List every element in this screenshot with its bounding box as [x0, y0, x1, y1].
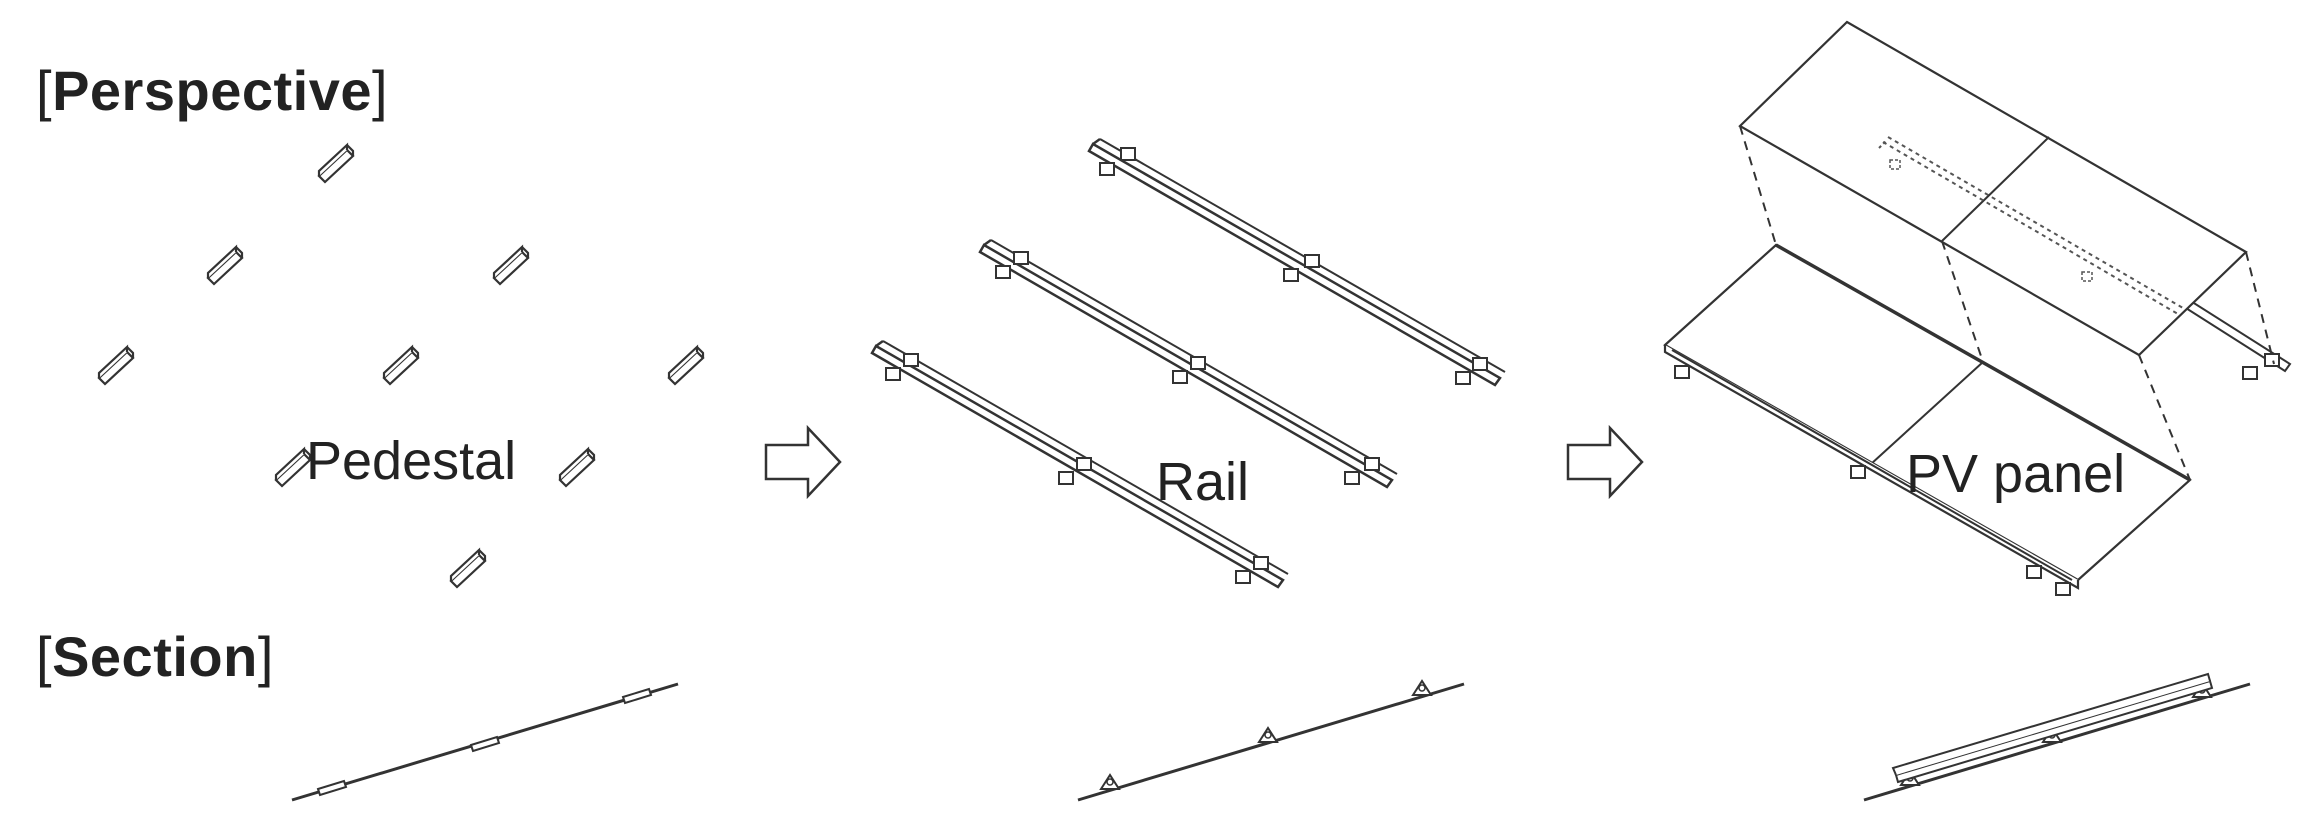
- rail-assembly: [870, 137, 1506, 589]
- pedestal-block: [97, 345, 135, 386]
- section-heading: [Section]: [36, 624, 274, 689]
- pv-panel-assembly: [1663, 20, 2292, 596]
- arrow-right-icon: [1566, 424, 1644, 500]
- bracket-open: [: [36, 59, 53, 122]
- pv-panel-label: PV panel: [1906, 444, 2126, 504]
- pedestal-block: [382, 345, 420, 386]
- arrow-right-icon: [764, 424, 842, 500]
- bracket-open: [: [36, 625, 53, 688]
- rail: [978, 238, 1398, 489]
- pedestal-block: [667, 345, 705, 386]
- projection-lines: [1739, 125, 2275, 481]
- pedestal-block: [449, 548, 487, 589]
- perspective-heading: [Perspective]: [36, 58, 388, 123]
- pv-panel-upper: [1738, 20, 2248, 357]
- pv-panel-lower: [1663, 243, 2192, 596]
- pedestal-block: [317, 143, 355, 184]
- pedestal-grid: [97, 143, 705, 589]
- pedestal-block: [206, 245, 244, 286]
- pedestal-block: [558, 447, 596, 488]
- section-heading-text: Section: [52, 625, 258, 688]
- rail: [1087, 137, 1506, 387]
- pedestal-block: [274, 447, 312, 488]
- rail: [870, 339, 1289, 589]
- bracket-close: ]: [372, 59, 389, 122]
- section-pv-panel: [1863, 672, 2251, 802]
- perspective-heading-text: Perspective: [52, 59, 372, 122]
- section-pedestal: [291, 682, 679, 802]
- section-rail: [1077, 680, 1465, 802]
- pedestal-block: [492, 245, 530, 286]
- bracket-close: ]: [257, 625, 274, 688]
- rail-label: Rail: [1156, 452, 1250, 512]
- pedestal-label: Pedestal: [306, 431, 517, 491]
